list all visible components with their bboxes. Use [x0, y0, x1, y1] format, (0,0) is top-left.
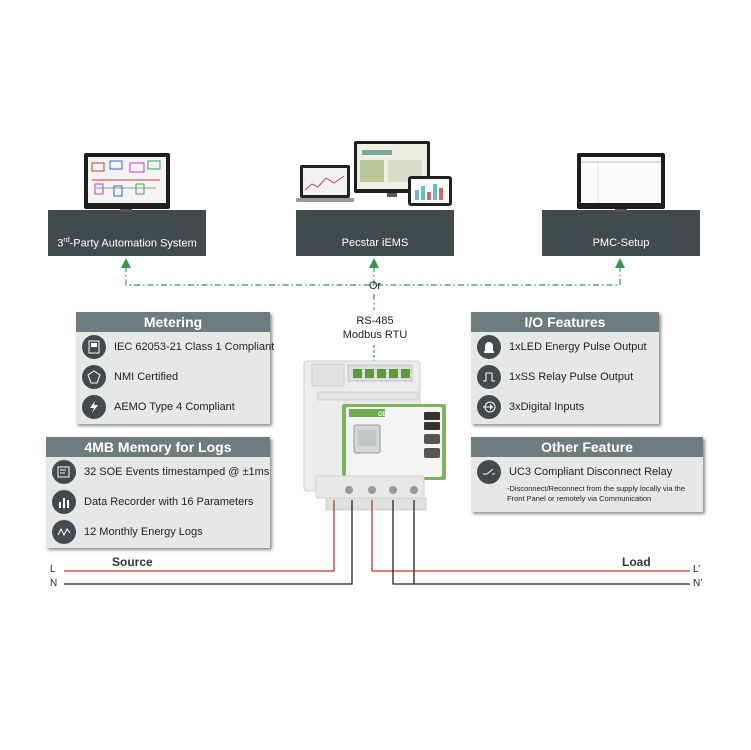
iems-devices-image	[296, 141, 452, 206]
panel-title: I/O Features	[471, 312, 659, 332]
digital-input-icon	[477, 395, 501, 419]
led-icon	[477, 335, 501, 359]
feature-item: Data Recorder with 16 Parameters	[52, 489, 253, 515]
comm-line1: RS-485	[356, 315, 394, 327]
event-log-icon	[52, 460, 76, 484]
bar-chart-icon	[52, 490, 76, 514]
panel-title: 4MB Memory for Logs	[46, 437, 270, 457]
line-n-label: N	[50, 578, 58, 589]
or-label: Or	[368, 280, 382, 292]
system-box-pmc-setup: PMC-Setup	[542, 210, 700, 256]
meter-icon	[82, 335, 106, 359]
monitor-automation-image	[84, 153, 170, 212]
line-n-out-label: N’	[693, 578, 703, 589]
system-box-iems: Pecstar iEMS	[296, 210, 454, 256]
feature-item: 32 SOE Events timestamped @ ±1ms	[52, 459, 269, 485]
relay-icon	[477, 460, 501, 484]
panel-title: Metering	[76, 312, 270, 332]
line-l-label: L	[50, 564, 56, 575]
feature-item: 1xLED Energy Pulse Output	[477, 334, 647, 360]
feature-item: NMI Certified	[82, 364, 178, 390]
io-panel: I/O Features 1xLED Energy Pulse Output 1…	[471, 312, 659, 424]
system-label: 3rd-Party Automation System	[57, 237, 197, 250]
system-label: Pecstar iEMS	[341, 237, 409, 249]
comm-line2: Modbus RTU	[342, 329, 408, 341]
energy-meter-image	[303, 360, 446, 511]
system-box-automation: 3rd-Party Automation System	[48, 210, 206, 256]
waveform-icon	[52, 520, 76, 544]
feature-item: 12 Monthly Energy Logs	[52, 519, 203, 545]
panel-title: Other Feature	[471, 437, 703, 457]
feature-item: 1xSS Relay Pulse Output	[477, 364, 633, 390]
certified-badge-icon	[82, 365, 106, 389]
system-label: PMC-Setup	[592, 237, 650, 249]
lightning-icon	[82, 395, 106, 419]
memory-panel: 4MB Memory for Logs 32 SOE Events timest…	[46, 437, 270, 548]
feature-item: IEC 62053-21 Class 1 Compliant	[82, 334, 274, 360]
wiring	[64, 500, 690, 585]
feature-item: AEMO Type 4 Compliant	[82, 394, 235, 420]
other-feature-panel: Other Feature UC3 Compliant Disconnect R…	[471, 437, 703, 512]
monitor-pmc-setup-image	[577, 153, 665, 212]
feature-item: 3xDigital Inputs	[477, 394, 584, 420]
device-brand: CET	[378, 412, 390, 418]
line-l-out-label: L’	[693, 564, 701, 575]
source-label: Source	[112, 555, 153, 569]
feature-item: UC3 Compliant Disconnect Relay	[477, 459, 672, 485]
communication-arrows	[125, 266, 621, 310]
load-label: Load	[622, 555, 651, 569]
arrow-heads	[121, 258, 625, 268]
comm-protocol: RS-485 Modbus RTU	[330, 314, 420, 342]
other-feature-note: -Disconnect/Reconnect from the supply lo…	[507, 484, 686, 503]
metering-panel: Metering IEC 62053-21 Class 1 Compliant …	[76, 312, 274, 424]
pulse-icon	[477, 365, 501, 389]
